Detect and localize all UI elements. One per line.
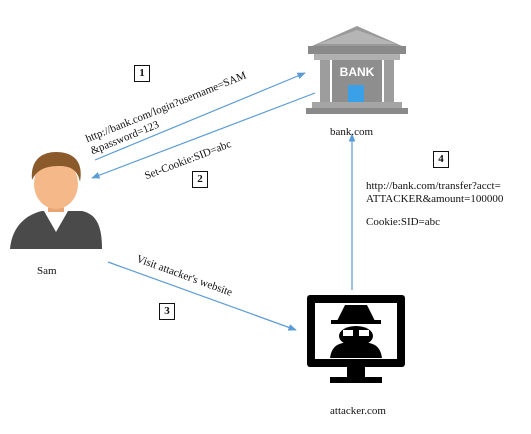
step-4-url-line-1: http://bank.com/transfer?acct= bbox=[366, 180, 501, 192]
bank-label: bank.com bbox=[330, 126, 374, 138]
bank-sign: BANK bbox=[340, 65, 375, 79]
user-label: Sam bbox=[37, 265, 57, 277]
attacker-label: attacker.com bbox=[330, 405, 386, 417]
step-4-badge: 4 bbox=[433, 151, 449, 168]
arrow-login-request bbox=[94, 72, 306, 161]
arrow-set-cookie bbox=[91, 92, 316, 179]
step-2-badge: 2 bbox=[192, 171, 208, 188]
step-3-badge: 3 bbox=[159, 303, 175, 320]
step-4-url-line-2: ATTACKER&amount=100000 bbox=[366, 193, 504, 205]
step-4-cookie: Cookie:SID=abc bbox=[366, 216, 441, 228]
arrow-visit-attacker bbox=[107, 261, 297, 331]
step-1-badge: 1 bbox=[134, 65, 150, 82]
